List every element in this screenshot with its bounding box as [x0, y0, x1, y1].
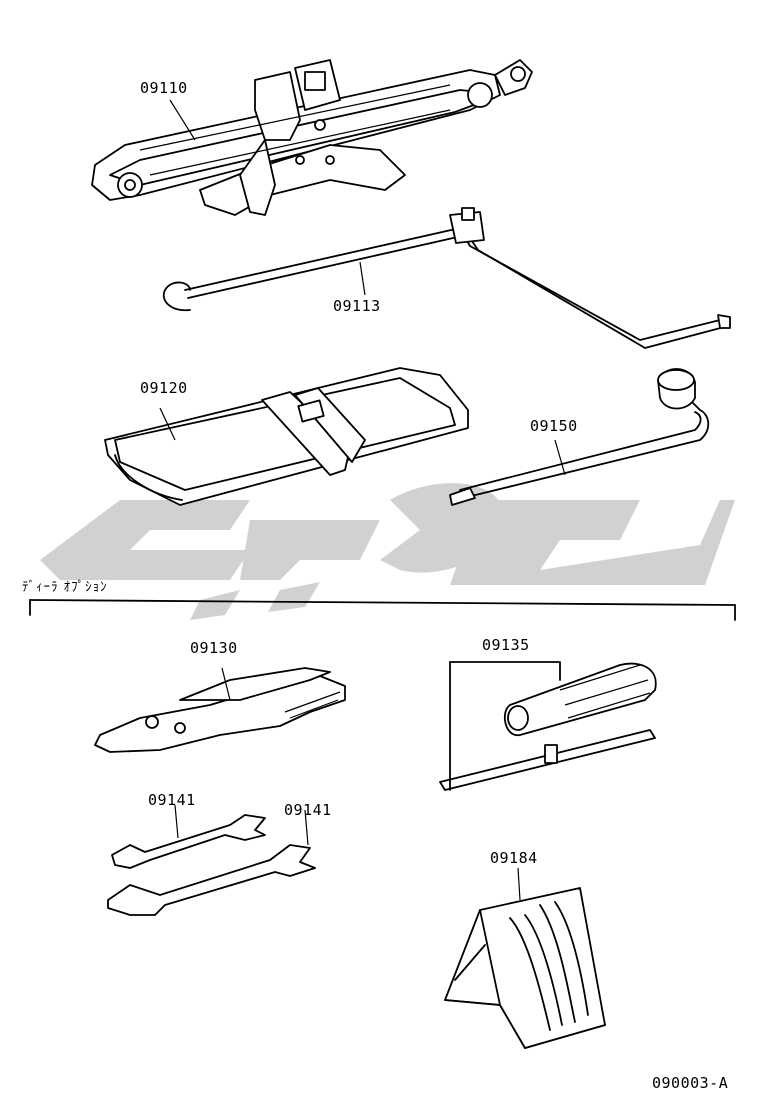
- screwdriver-illustration: [439, 661, 657, 791]
- pliers-illustration: [94, 667, 346, 753]
- part-label-wrench-small: 09141: [148, 791, 196, 809]
- diagram-reference-code: 090003-A: [652, 1074, 729, 1092]
- part-label-pliers: 09130: [190, 639, 238, 657]
- part-label-wrench-large: 09141: [284, 801, 332, 819]
- part-label-tool-bag: 09120: [140, 379, 188, 397]
- wrench-large-illustration: [107, 809, 316, 916]
- part-label-wheel-wrench: 09150: [530, 417, 578, 435]
- section-divider: [29, 599, 736, 621]
- part-label-screwdriver: 09135: [482, 636, 530, 654]
- part-label-jack: 09110: [140, 79, 188, 97]
- jack-handle-illustration: [162, 207, 731, 349]
- wheel-chock-illustration: [444, 867, 606, 1049]
- scissor-jack-illustration: [91, 59, 533, 216]
- section-title-dealer-option: ﾃﾞｨｰﾗ ｵﾌﾟｼｮﾝ: [22, 580, 108, 595]
- part-label-wheel-chock: 09184: [490, 849, 538, 867]
- wheel-wrench-illustration: [449, 368, 710, 506]
- watermark-logo: [40, 483, 735, 620]
- wrench-small-illustration: [111, 804, 266, 869]
- tool-bag-illustration: [104, 367, 469, 506]
- part-label-jack-handle: 09113: [333, 297, 381, 315]
